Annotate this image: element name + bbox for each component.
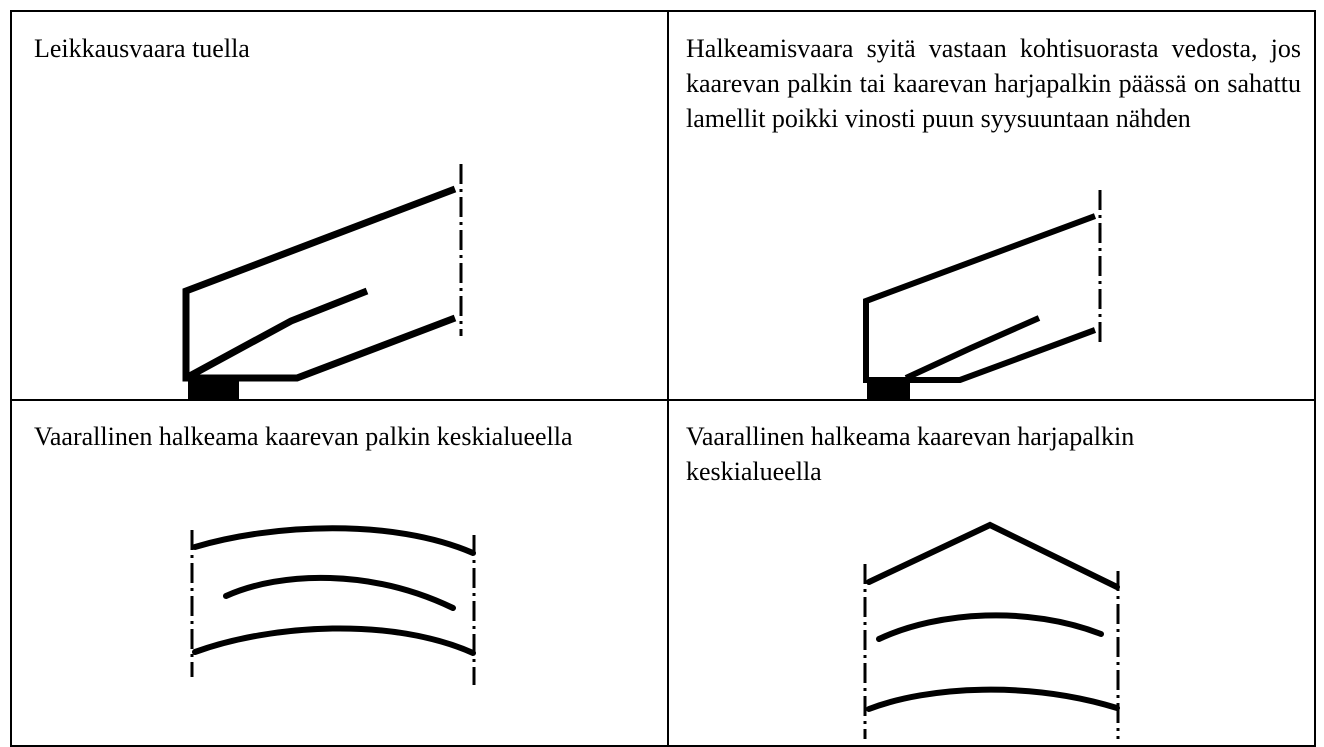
cell-shear-risk-at-support: Leikkausvaara tuella — [12, 12, 667, 399]
beam-bottom-curve — [866, 686, 1120, 712]
caption-shear-risk: Leikkausvaara tuella — [34, 34, 250, 63]
beam-end-splitting-sketch — [863, 190, 1102, 399]
table-border-left — [10, 10, 12, 747]
shear-crack-line — [184, 287, 369, 382]
table-column-divider — [667, 10, 669, 747]
table-border-right — [1314, 10, 1316, 747]
table-border-bottom — [10, 745, 1316, 747]
support-block — [188, 378, 239, 399]
caption-splitting-risk: Halkeamisvaara syitä vastaan kohtisuoras… — [686, 34, 1301, 133]
cell-curved-beam-crack: Vaarallinen halkeama kaarevan palkin kes… — [12, 401, 667, 745]
cell-splitting-risk-at-end: Halkeamisvaara syitä vastaan kohtisuoras… — [669, 12, 1314, 399]
pitched-beam-midspan-sketch — [863, 521, 1120, 739]
cell-pitched-beam-crack: Vaarallinen halkeama kaarevan harjapalki… — [669, 401, 1314, 745]
table-row-divider — [10, 399, 1316, 401]
curved-beam-midspan-sketch — [190, 525, 476, 685]
beam-outline-upper — [182, 185, 457, 382]
crack-curve — [223, 574, 456, 611]
crack-curve — [876, 612, 1104, 642]
caption-pitched-beam-crack: Vaarallinen halkeama kaarevan harjapalki… — [686, 422, 1135, 486]
pitched-top-edge — [866, 521, 1120, 590]
caption-curved-beam-crack: Vaarallinen halkeama kaarevan palkin kes… — [34, 422, 573, 451]
beam-bottom-curve — [192, 625, 476, 656]
beam-end-shear-sketch — [182, 164, 463, 399]
splitting-crack-line — [904, 315, 1041, 381]
beam-outline — [863, 213, 1097, 383]
support-block — [867, 380, 910, 399]
beam-top-curve — [192, 525, 476, 556]
table-border-top — [10, 10, 1316, 12]
